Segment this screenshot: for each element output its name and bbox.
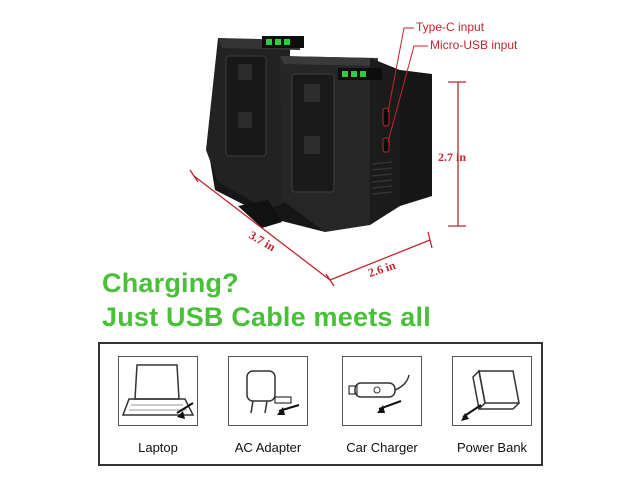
vent-grille [371, 161, 393, 195]
typec-callout-line [387, 27, 414, 113]
source-card-laptop [118, 356, 198, 426]
headline-line-2: Just USB Cable meets all [102, 302, 431, 332]
height-dimension-label: 2.7 in [438, 150, 467, 164]
latch-tab [238, 200, 282, 228]
source-label-power-bank: Power Bank [456, 440, 528, 455]
laptop-icon [121, 364, 195, 419]
charging-sources-panel [98, 342, 543, 466]
source-card-ac-adapter [228, 356, 308, 426]
dual-charger-image [189, 27, 466, 287]
source-label-ac-adapter: AC Adapter [234, 440, 302, 455]
microusb-callout-line [387, 45, 428, 143]
ac-adapter-icon [246, 370, 300, 415]
typec-callout-label: Type-C input [416, 20, 485, 34]
car-charger-icon [348, 374, 410, 413]
headline-line-1: Charging? [102, 268, 239, 298]
microusb-port [382, 137, 390, 153]
led-panel-left [262, 36, 304, 48]
power-bank-icon [461, 369, 520, 421]
source-label-laptop: Laptop [138, 440, 178, 455]
source-card-car-charger [342, 356, 422, 426]
typec-port [382, 107, 390, 127]
source-label-car-charger: Car Charger [346, 440, 418, 455]
microusb-callout-label: Micro-USB input [430, 38, 518, 52]
source-card-power-bank [452, 356, 532, 426]
